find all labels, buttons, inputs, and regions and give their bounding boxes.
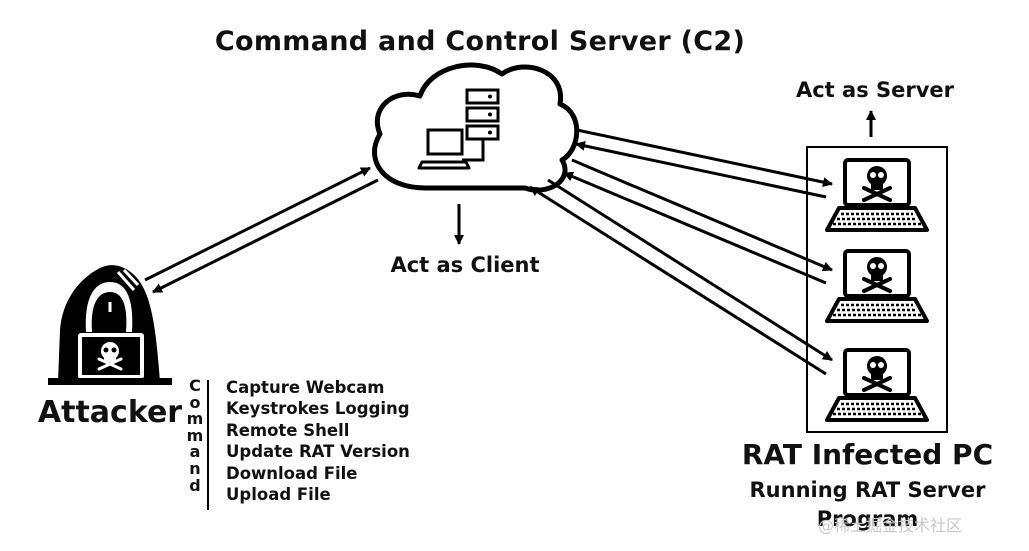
skull-laptop-icon-2 [825, 249, 929, 323]
pc3-to-c2-arrow [529, 185, 827, 376]
hacker-icon [48, 265, 172, 385]
c2-to-pc2-arrow [571, 158, 833, 272]
server-rack-icon [462, 88, 500, 162]
command-letter: o [189, 392, 201, 412]
command-item: Update RAT Version [226, 442, 410, 462]
command-item: Upload File [226, 485, 331, 505]
c2-to-pc1-arrow [576, 128, 833, 188]
c2-title: Command and Control Server (C2) [214, 26, 746, 57]
act-as-server-label: Act as Server [795, 78, 955, 102]
rat-pc-group-box [806, 146, 948, 433]
command-letter: m [186, 409, 204, 429]
command-letter: m [186, 425, 204, 445]
c2-to-attacker-arrow [152, 178, 379, 294]
pc2-to-c2-arrow [563, 171, 827, 285]
act-as-client-label: Act as Client [390, 253, 540, 277]
pc1-to-c2-arrow [575, 140, 827, 199]
command-vertical-label: C o m m a n d [184, 376, 206, 495]
attacker-to-c2-arrow [144, 166, 371, 282]
command-letter: d [189, 475, 201, 495]
command-item: Capture Webcam [226, 378, 385, 397]
rat-infected-pc-label: RAT Infected PC [741, 438, 994, 471]
command-letter: a [189, 442, 201, 462]
command-item: Download File [226, 463, 358, 483]
rat-subtitle-line2: Program [816, 507, 919, 531]
watermark-text: @稀土掘金技术社区 [818, 516, 963, 535]
command-list: Capture Webcam Keystrokes Logging Remote… [226, 377, 410, 505]
command-item: Remote Shell [226, 420, 350, 440]
command-item: Keystrokes Logging [226, 399, 410, 419]
rat-subtitle: Running RAT Server Program [735, 476, 1000, 534]
c2-to-pc3-arrow [547, 178, 833, 362]
command-letter: C [189, 376, 201, 395]
attacker-label: Attacker [37, 395, 183, 430]
command-letter: n [189, 458, 201, 478]
skull-laptop-icon-3 [825, 348, 929, 422]
rat-subtitle-line1: Running RAT Server [749, 478, 986, 502]
skull-laptop-icon-1 [825, 158, 929, 232]
computer-monitor-icon [417, 128, 471, 170]
